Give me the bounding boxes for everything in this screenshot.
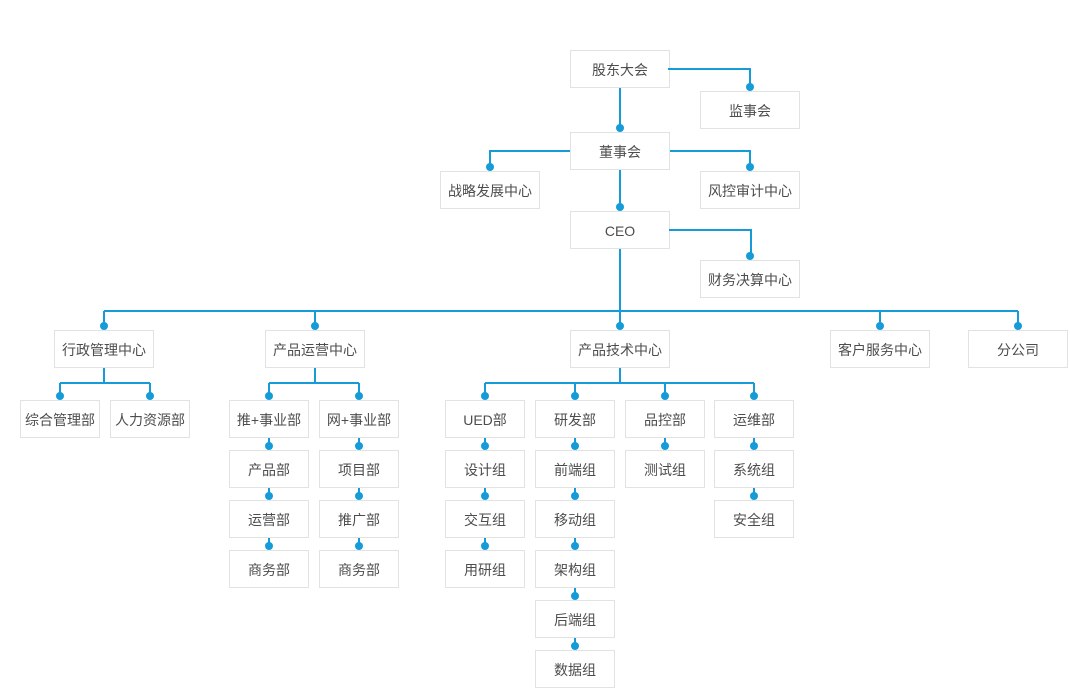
node-user-research-group: 用研组 bbox=[445, 550, 525, 588]
node-security-group: 安全组 bbox=[714, 500, 794, 538]
node-customer-service-center: 客户服务中心 bbox=[830, 330, 930, 368]
node-finance-settlement-center: 财务决算中心 bbox=[700, 260, 800, 298]
node-business-dept-2: 商务部 bbox=[319, 550, 399, 588]
node-test-group: 测试组 bbox=[625, 450, 705, 488]
node-operation-dept: 运营部 bbox=[229, 500, 309, 538]
node-mobile-group: 移动组 bbox=[535, 500, 615, 538]
node-business-dept-1: 商务部 bbox=[229, 550, 309, 588]
node-strategy-development-center: 战略发展中心 bbox=[440, 171, 540, 209]
node-general-management-dept: 综合管理部 bbox=[20, 400, 100, 438]
node-tui-business-division: 推+事业部 bbox=[229, 400, 309, 438]
node-admin-management-center: 行政管理中心 bbox=[54, 330, 154, 368]
node-risk-audit-center: 风控审计中心 bbox=[700, 171, 800, 209]
node-branch-company: 分公司 bbox=[968, 330, 1068, 368]
node-product-operation-center: 产品运营中心 bbox=[265, 330, 365, 368]
node-supervisory-board: 监事会 bbox=[700, 91, 800, 129]
node-architecture-group: 架构组 bbox=[535, 550, 615, 588]
node-system-group: 系统组 bbox=[714, 450, 794, 488]
node-frontend-group: 前端组 bbox=[535, 450, 615, 488]
node-hr-dept: 人力资源部 bbox=[110, 400, 190, 438]
node-board-of-directors: 董事会 bbox=[570, 132, 670, 170]
node-product-technology-center: 产品技术中心 bbox=[570, 330, 670, 368]
node-interaction-group: 交互组 bbox=[445, 500, 525, 538]
node-operations-maintenance-dept: 运维部 bbox=[714, 400, 794, 438]
node-data-group: 数据组 bbox=[535, 650, 615, 688]
node-shareholders-meeting: 股东大会 bbox=[570, 50, 670, 88]
node-ued-dept: UED部 bbox=[445, 400, 525, 438]
node-product-dept: 产品部 bbox=[229, 450, 309, 488]
node-backend-group: 后端组 bbox=[535, 600, 615, 638]
node-design-group: 设计组 bbox=[445, 450, 525, 488]
node-rd-dept: 研发部 bbox=[535, 400, 615, 438]
node-quality-control-dept: 品控部 bbox=[625, 400, 705, 438]
node-wang-business-division: 网+事业部 bbox=[319, 400, 399, 438]
node-promotion-dept: 推广部 bbox=[319, 500, 399, 538]
node-ceo: CEO bbox=[570, 211, 670, 249]
node-project-dept: 项目部 bbox=[319, 450, 399, 488]
